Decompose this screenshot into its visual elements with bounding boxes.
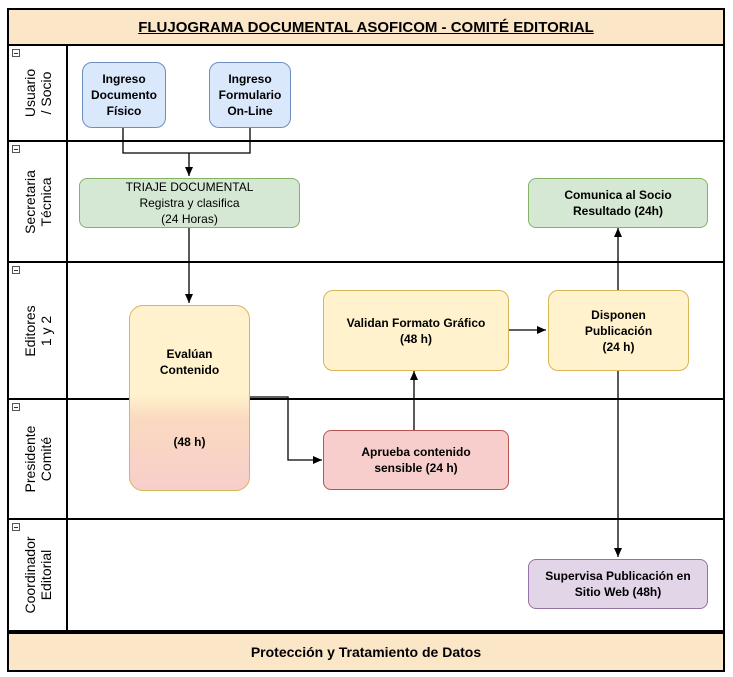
node-aprueba-contenido-sensible[interactable]: Aprueba contenido sensible (24 h) [323, 430, 509, 490]
connector-ingreso-fisico [122, 128, 189, 154]
collapse-icon[interactable] [12, 145, 20, 153]
footer-label: Protección y Tratamiento de Datos [7, 632, 725, 672]
collapse-icon[interactable] [12, 266, 20, 274]
collapse-icon[interactable] [12, 523, 20, 531]
node-triaje-documental[interactable]: TRIAJE DOCUMENTAL Registra y clasifica (… [79, 178, 300, 228]
node-evaluan-contenido[interactable]: Evalúan Contenido (48 h) [129, 305, 250, 491]
lane-header: Presidente Comité [9, 400, 68, 518]
diagram-title: FLUJOGRAMA DOCUMENTAL ASOFICOM - COMITÉ … [7, 8, 725, 46]
node-ingreso-formulario-online[interactable]: Ingreso Formulario On-Line [209, 62, 291, 128]
node-validan-formato-grafico[interactable]: Validan Formato Gráfico (48 h) [323, 290, 509, 371]
collapse-icon[interactable] [12, 403, 20, 411]
node-evaluan-duration: (48 h) [173, 435, 206, 449]
lane-header: Editores 1 y 2 [9, 263, 68, 398]
node-disponen-publicacion[interactable]: Disponen Publicación (24 h) [548, 290, 689, 371]
lane-header: Usuario / Socio [9, 46, 68, 140]
node-ingreso-documento-fisico[interactable]: Ingreso Documento Físico [82, 62, 166, 128]
node-comunica-socio[interactable]: Comunica al Socio Resultado (24h) [528, 178, 708, 228]
lane-header: Secretaria Técnica [9, 142, 68, 261]
connector-ingreso-online [189, 128, 251, 154]
node-supervisa-publicacion[interactable]: Supervisa Publicación en Sitio Web (48h) [528, 559, 708, 609]
lane-header: Coordinador Editorial [9, 520, 68, 630]
collapse-icon[interactable] [12, 49, 20, 57]
connector-evaluan-aprueba [249, 396, 322, 464]
node-evaluan-contenido-label: Evalúan Contenido [159, 347, 220, 377]
